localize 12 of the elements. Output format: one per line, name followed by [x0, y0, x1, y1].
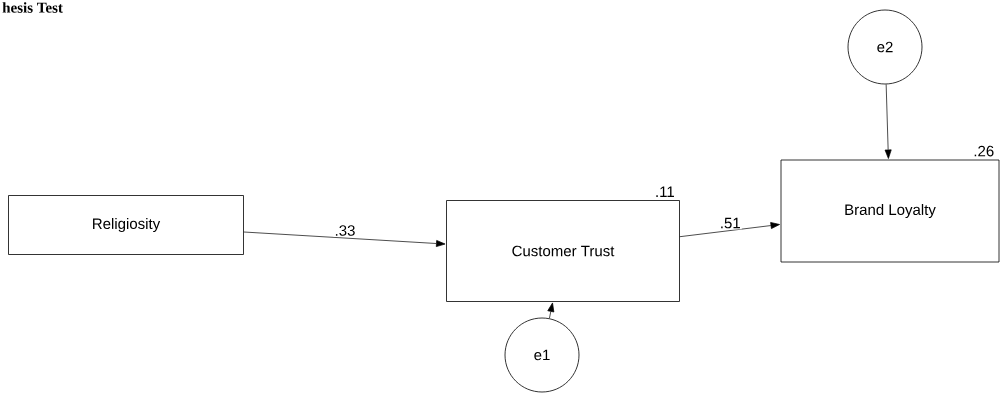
arrow [243, 231, 446, 247]
arrow [884, 84, 892, 159]
variable-box: Brand Loyalty [780, 159, 1000, 263]
variable-box: Customer Trust [446, 200, 680, 302]
heading-text: hesis Test [2, 2, 63, 13]
coefficient-label: .11 [656, 186, 674, 197]
arrow [547, 302, 555, 319]
coefficient-label: .26 [974, 145, 994, 157]
variable-box: Religiosity [8, 195, 244, 255]
path-coefficient: .51 [718, 216, 742, 230]
path-coefficient: .33 [333, 224, 357, 237]
arrow [679, 222, 780, 238]
